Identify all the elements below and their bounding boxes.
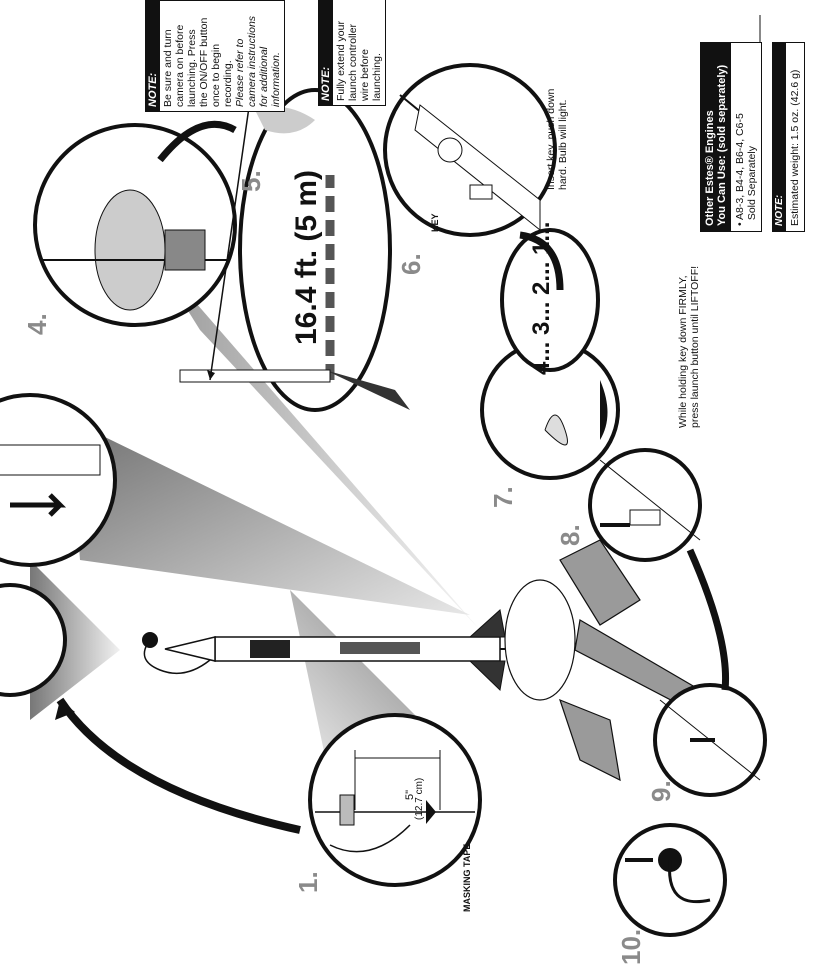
engines-list-item: • A8-3, B4-4, B6-4, C6-5: [734, 48, 746, 226]
step-number-10: 10.: [616, 929, 647, 965]
step-number-8: 8.: [555, 524, 586, 546]
hold-key-caption: While holding key down FIRMLY, press lau…: [677, 266, 701, 428]
weight-note-box: NOTE: Estimated weight: 1.5 oz. (42.6 g): [772, 42, 805, 232]
weight-note-heading: NOTE:: [773, 43, 786, 231]
measure-cm: (12.7 cm): [414, 778, 426, 820]
step1-detail: [310, 715, 480, 885]
wire-note-line: wire before: [359, 4, 371, 101]
engines-heading-line: Other Estes® Engines: [704, 48, 716, 226]
camera-note-line: Be sure and turn: [162, 5, 174, 107]
camera-note-italic-line: Please refer to: [234, 5, 246, 107]
camera-note-italic-line: camera instructions: [246, 5, 258, 107]
step4-detail: [35, 125, 235, 325]
distance-label: 16.4 ft. (5 m): [290, 170, 324, 345]
arrow-step1-to-left: [60, 700, 300, 830]
wire-note-line: launch controller: [347, 4, 359, 101]
engines-heading-line: You Can Use: (sold separately): [716, 48, 728, 226]
weight-note-text: Estimated weight: 1.5 oz. (42.6 g): [786, 43, 804, 231]
wire-note: NOTE: Fully extend your launch controlle…: [318, 0, 386, 106]
step9-detail: [655, 685, 765, 795]
key-label: KEY: [430, 213, 440, 232]
caption-line: press launch button until LIFTOFF!: [689, 266, 701, 428]
step10-detail: [615, 825, 725, 935]
step-number-7: 7.: [488, 486, 519, 508]
camera-note-line: the ON/OFF button: [198, 5, 210, 107]
step6-detail: [385, 65, 555, 235]
camera-note-line: launching. Press: [186, 5, 198, 107]
zoom-cone-upper: [70, 420, 470, 615]
caption-line: hard. Bulb will light.: [557, 89, 569, 190]
caption-line: While holding key down FIRMLY,: [677, 266, 689, 428]
step-number-9: 9.: [646, 780, 677, 802]
engines-info-box: Other Estes® Engines You Can Use: (sold …: [700, 42, 762, 232]
countdown-bubble-text: 4... 3... 2... 1...: [528, 222, 556, 375]
wire-note-heading: NOTE:: [319, 0, 333, 105]
engines-heading: Other Estes® Engines You Can Use: (sold …: [701, 43, 731, 231]
engines-list-item: Sold Separately: [746, 48, 758, 226]
camera-note-line: recording.: [222, 5, 234, 107]
caption-line: Insert key, push down: [545, 89, 557, 190]
camera-note-line: once to begin: [210, 5, 222, 107]
camera-note: NOTE: Be sure and turn camera on before …: [145, 0, 285, 112]
masking-tape-label: MASKING TAPE: [462, 844, 472, 912]
arrow-step8-to-9: [690, 550, 726, 690]
insert-key-caption: Insert key, push down hard. Bulb will li…: [545, 89, 569, 190]
step8-detail: [590, 450, 700, 560]
camera-note-italic-line: information.: [270, 5, 282, 107]
camera-note-line: camera on before: [174, 5, 186, 107]
wire-note-line: Fully extend your: [335, 4, 347, 101]
camera-note-heading: NOTE:: [146, 1, 160, 111]
wire-note-line: launching.: [371, 4, 383, 101]
step-number-5: 5.: [236, 170, 267, 192]
camera-note-italic-line: for additional: [258, 5, 270, 107]
step-number-1: 1.: [293, 871, 324, 893]
step-number-4: 4.: [22, 313, 53, 335]
step-number-6: 6.: [396, 253, 427, 275]
